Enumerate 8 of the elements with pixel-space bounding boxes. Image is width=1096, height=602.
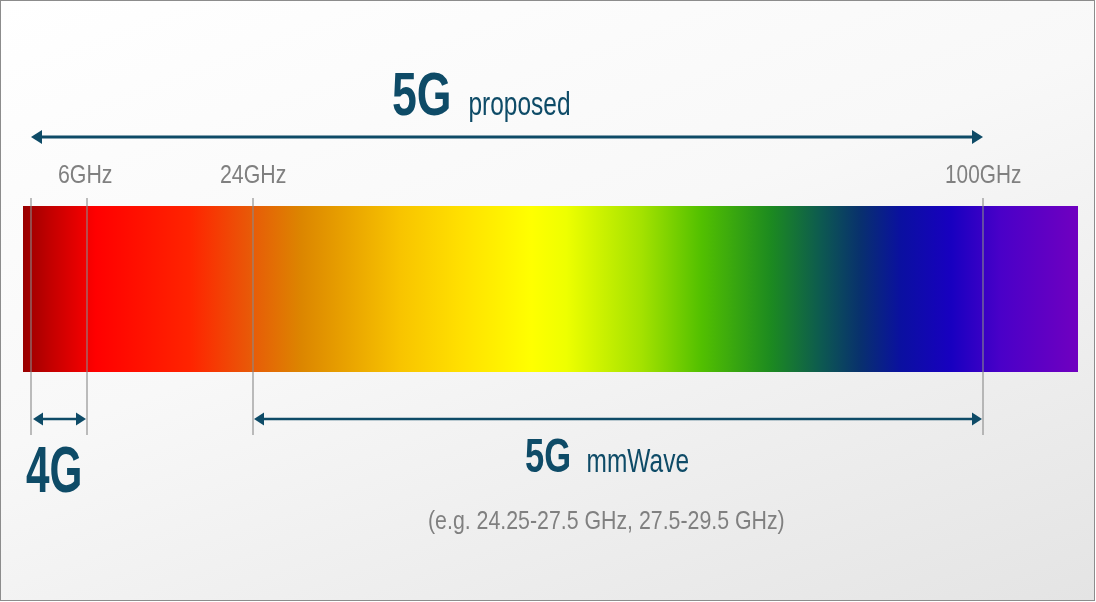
band-note: (e.g. 24.25-27.5 GHz, 27.5-29.5 GHz) [428,507,785,533]
frequency-label: 24GHz [220,161,287,187]
range-label: 5G proposed [392,63,571,125]
range-label: 5G mmWave [525,432,689,480]
range-label: 4G [26,438,83,502]
frequency-label: 100GHz [945,161,1022,187]
spectrum-bar [23,206,1078,372]
frequency-label: 6GHz [58,161,113,187]
